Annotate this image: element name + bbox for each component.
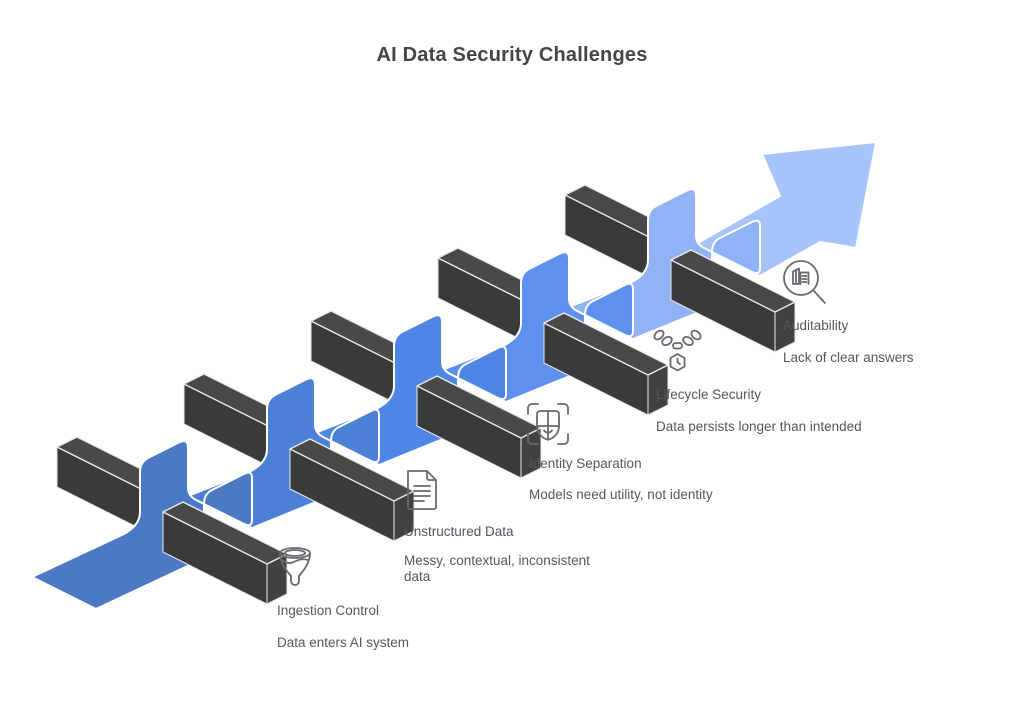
shield-scan-icon: [524, 400, 572, 448]
document-icon: [402, 466, 442, 514]
step-description: Data persists longer than intended: [656, 419, 862, 434]
hurdle-bar-near-3: [416, 375, 542, 479]
step-description: Data enters AI system: [277, 635, 410, 650]
hurdle-bar-near-5: [670, 249, 796, 353]
step-description: Messy, contextual, inconsistent data: [404, 553, 590, 584]
funnel-icon: [273, 545, 317, 599]
ribbon-segment-1: [31, 440, 253, 610]
magnifier-chart-icon: [778, 256, 832, 312]
chain-pendant-icon: [652, 328, 704, 376]
step-description: Models need utility, not identity: [529, 487, 713, 502]
step-label: Ingestion Control: [277, 603, 380, 618]
diagram-title: AI Data Security Challenges: [376, 44, 648, 66]
step-label: Auditability: [783, 318, 849, 333]
hurdle-bar-near-1: [162, 501, 288, 605]
hurdle-bar-near-4: [543, 312, 669, 416]
step-label: Lifecycle Security: [656, 387, 762, 402]
hurdle-bar-near-2: [289, 438, 415, 542]
step-label: Identity Separation: [529, 456, 642, 471]
step-label: Unstructured Data: [404, 524, 514, 539]
step-description: Lack of clear answers: [783, 350, 914, 365]
